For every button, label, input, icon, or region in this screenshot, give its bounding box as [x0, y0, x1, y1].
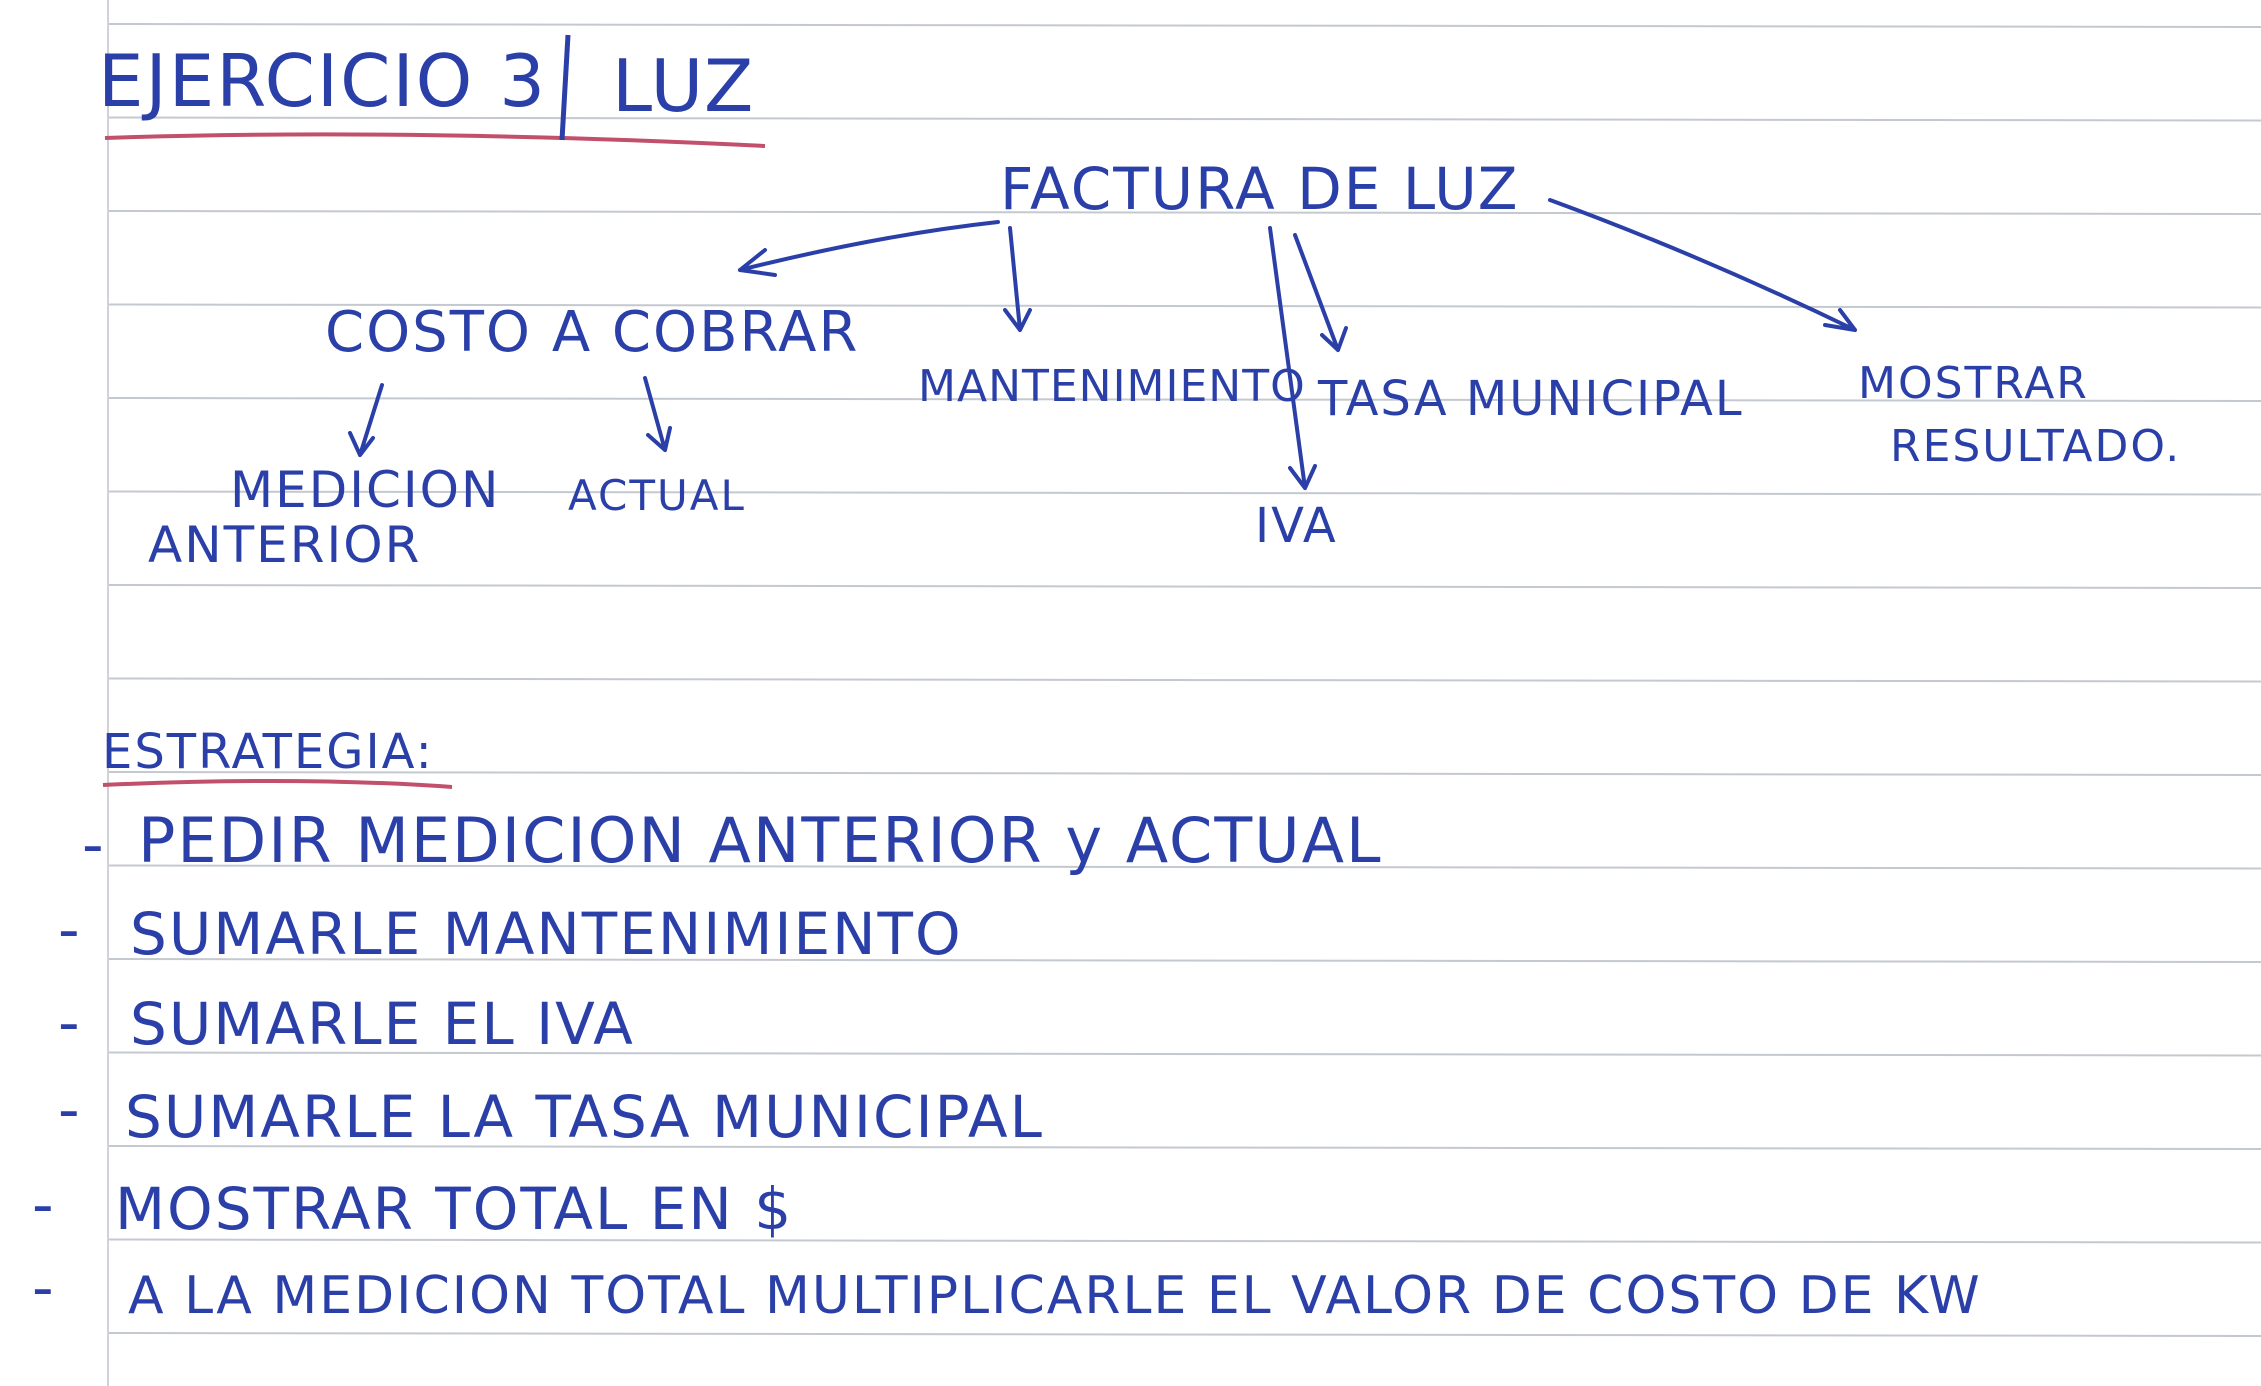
ruled-line [107, 116, 2261, 122]
strategy-heading-underline [102, 778, 453, 789]
arrow-root-to-costo [738, 220, 1000, 277]
ruled-line [107, 303, 2261, 309]
strategy-step: A LA MEDICION TOTAL MULTIPLICARLE EL VAL… [128, 1266, 1982, 1326]
strategy-step: SUMARLE LA TASA MUNICIPAL [125, 1083, 1044, 1151]
ruled-line [107, 864, 2261, 870]
ruled-line [107, 490, 2261, 496]
title-separator [559, 34, 571, 141]
exercise-title: EJERCICIO 3 [98, 39, 548, 123]
node-actual: ACTUAL [568, 471, 746, 520]
strategy-bullet: - [58, 1075, 82, 1145]
diagram-root-node: FACTURA DE LUZ [1000, 155, 1520, 223]
arrow-costo-to-medicion [348, 383, 384, 457]
ruled-line [107, 397, 2261, 402]
node-medicion-line2: ANTERIOR [148, 516, 422, 574]
arrow-root-to-mostrar [1548, 198, 1857, 332]
strategy-heading: ESTRATEGIA: [102, 724, 434, 780]
ruled-lines [107, 23, 2261, 1337]
exercise-subject: LUZ [612, 44, 756, 128]
node-mostrar-line1: MOSTRAR [1858, 358, 2089, 409]
ruled-line [107, 1145, 2261, 1150]
strategy-step: SUMARLE EL IVA [130, 990, 635, 1058]
strategy-step: MOSTRAR TOTAL EN $ [115, 1175, 794, 1243]
node-costo-a-cobrar: COSTO A COBRAR [325, 300, 860, 365]
node-mantenimiento: MANTENIMIENTO [918, 361, 1306, 412]
strategy-bullet: - [32, 1170, 56, 1240]
ruled-line [107, 677, 2261, 683]
title-underline [104, 132, 766, 148]
ruled-line [107, 23, 2261, 28]
ruled-line [107, 1238, 2261, 1244]
node-mostrar-line2: RESULTADO. [1890, 421, 2182, 472]
arrow-root-to-mantenimiento [1003, 226, 1032, 332]
ruled-line [107, 1332, 2261, 1337]
node-iva: IVA [1255, 498, 1338, 554]
ruled-line [107, 771, 2261, 776]
arrow-root-to-iva [1268, 226, 1317, 490]
strategy-bullet: - [82, 810, 106, 880]
arrow-costo-to-actual [643, 376, 672, 452]
strategy-step: SUMARLE MANTENIMIENTO [130, 900, 963, 968]
arrow-root-to-tasa [1293, 233, 1348, 352]
ruled-line [107, 584, 2261, 589]
strategy-bullet: - [58, 988, 82, 1058]
strategy-step: PEDIR MEDICION ANTERIOR y ACTUAL [138, 804, 1383, 877]
ruled-line [107, 958, 2261, 963]
ruled-line [107, 1051, 2261, 1057]
ruled-line [107, 210, 2261, 215]
strategy-bullet: - [32, 1253, 56, 1323]
strategy-bullet: - [58, 895, 82, 965]
node-tasa-municipal: TASA MUNICIPAL [1318, 371, 1744, 427]
node-medicion-line1: MEDICION [230, 461, 501, 519]
